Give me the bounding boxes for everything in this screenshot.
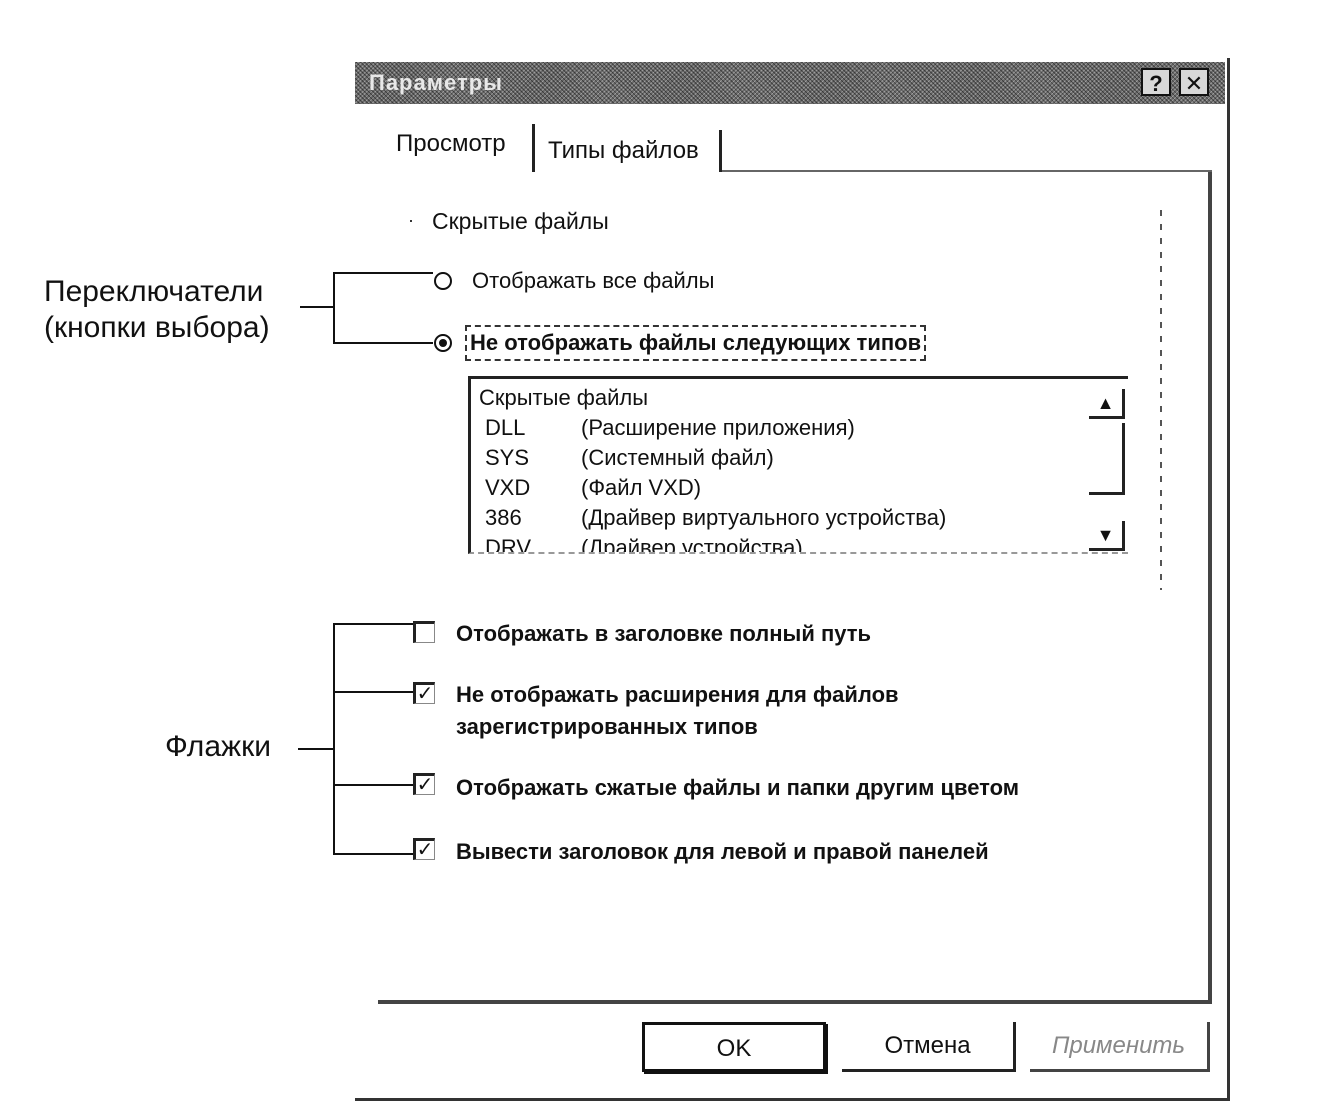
annotation-leader-line — [333, 853, 413, 855]
checkbox-full-path[interactable] — [413, 621, 435, 643]
list-item-ext: DLL — [485, 415, 526, 440]
tab-divider — [719, 130, 722, 172]
annotation-checkboxes: Флажки — [165, 730, 271, 763]
annotation-leader-line — [333, 691, 413, 693]
list-item-desc: (Системный файл) — [581, 445, 774, 470]
annotation-leader-line — [333, 272, 433, 274]
radio-show-all[interactable] — [434, 272, 452, 290]
list-item-ext: DRV — [485, 535, 532, 554]
checkbox-panel-headers-label[interactable]: Вывести заголовок для левой и правой пан… — [456, 839, 989, 864]
title-bar[interactable]: Параметры ? ✕ — [355, 62, 1225, 104]
scroll-down-button[interactable]: ▼ — [1089, 521, 1125, 551]
hidden-files-group-label: Скрытые файлы — [432, 208, 609, 234]
ok-button[interactable]: OK — [642, 1022, 826, 1072]
tab-panel-border — [1208, 172, 1212, 1004]
scroll-up-button[interactable]: ▲ — [1089, 389, 1125, 419]
annotation-leader-line — [298, 748, 334, 750]
apply-button[interactable]: Применить — [1030, 1022, 1210, 1072]
annotation-leader-line — [333, 342, 433, 344]
group-box-border — [1160, 210, 1162, 590]
list-item-desc: (Файл VXD) — [581, 475, 702, 500]
tab-panel-border — [378, 1000, 1212, 1004]
tab-file-types[interactable]: Типы файлов — [548, 137, 699, 164]
annotation-radios: Переключатели (кнопки выбора) — [44, 275, 270, 344]
annotation-leader-line — [333, 784, 413, 786]
list-item-desc: (Драйвер виртуального устройства) — [581, 505, 947, 530]
list-item-desc: (Драйвер устройства) — [581, 535, 803, 554]
checkbox-full-path-label[interactable]: Отображать в заголовке полный путь — [456, 621, 872, 646]
annotation-leader-line — [333, 623, 413, 625]
list-item[interactable]: DLL (Расширение приложения) — [485, 415, 855, 441]
annotation-leader-line — [333, 623, 335, 855]
list-item[interactable]: 386 (Драйвер виртуального устройства) — [485, 505, 946, 531]
tab-view[interactable]: Просмотр — [396, 130, 506, 157]
checkbox-compressed-color-label[interactable]: Отображать сжатые файлы и папки другим ц… — [456, 775, 1020, 800]
checkbox-hide-extensions-label[interactable]: Не отображать расширения для файлов заре… — [456, 682, 899, 739]
radio-show-all-label[interactable]: Отображать все файлы — [472, 268, 715, 293]
window-title: Параметры — [369, 70, 503, 95]
checkbox-panel-headers[interactable]: ✓ — [413, 838, 435, 860]
list-item-desc: (Расширение приложения) — [581, 415, 855, 440]
list-item-ext: 386 — [485, 505, 522, 530]
group-bullet: · — [408, 210, 414, 230]
help-button[interactable]: ? — [1141, 68, 1171, 96]
annotation-leader-line — [333, 272, 335, 344]
tab-panel-border — [722, 170, 1212, 172]
list-item-ext: VXD — [485, 475, 531, 500]
radio-hide-types[interactable] — [434, 334, 452, 352]
tab-divider — [532, 124, 535, 172]
checkbox-hide-extensions[interactable]: ✓ — [413, 682, 435, 704]
list-header: Скрытые файлы — [479, 385, 649, 410]
checkbox-compressed-color[interactable]: ✓ — [413, 773, 435, 795]
list-item[interactable]: VXD (Файл VXD) — [485, 475, 701, 501]
radio-hide-types-label[interactable]: Не отображать файлы следующих типов — [464, 325, 927, 361]
dialog-window — [355, 58, 1230, 1101]
hidden-types-listbox[interactable]: Скрытые файлы DLL (Расширение приложения)… — [468, 376, 1128, 554]
list-item[interactable]: DRV (Драйвер устройства) — [485, 535, 803, 554]
scrollbar-track[interactable] — [1089, 423, 1125, 495]
cancel-button[interactable]: Отмена — [842, 1022, 1016, 1072]
list-item-ext: SYS — [485, 445, 530, 470]
annotation-leader-line — [300, 306, 334, 308]
list-item[interactable]: SYS (Системный файл) — [485, 445, 774, 471]
close-button[interactable]: ✕ — [1179, 68, 1209, 96]
